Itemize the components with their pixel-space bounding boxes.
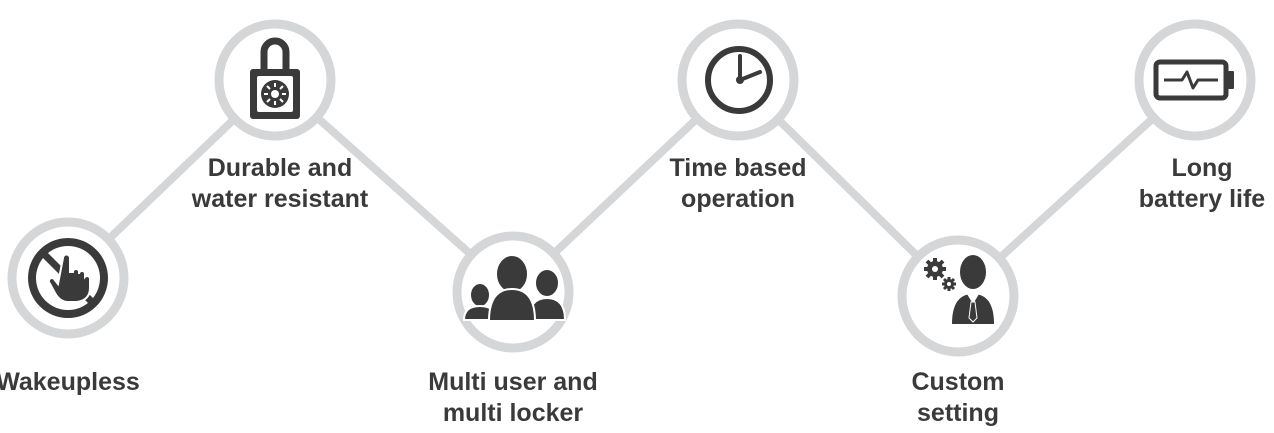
feature-node-custom-setting <box>897 235 1019 357</box>
gear-icon <box>942 277 956 291</box>
feature-label-multi-user: Multi user and multi locker <box>428 368 598 427</box>
user-settings-icon <box>924 255 994 324</box>
battery-icon <box>1153 59 1234 101</box>
feature-label-wakeupless: Wakeupless <box>0 368 140 396</box>
ring <box>897 235 1019 357</box>
feature-label-battery: Long battery life <box>1138 154 1266 213</box>
users-group-icon <box>462 254 567 322</box>
feature-node-wakeupless <box>7 217 129 339</box>
feature-node-multi-user <box>452 231 574 353</box>
feature-node-battery <box>1134 19 1256 141</box>
clock-icon <box>705 46 773 114</box>
padlock-icon <box>250 37 300 119</box>
gear-icon <box>924 258 946 280</box>
feature-node-time <box>677 19 799 141</box>
feature-label-time: Time based operation <box>669 154 807 213</box>
feature-label-durable: Durable and water resistant <box>191 154 369 213</box>
no-touch-icon <box>28 238 108 318</box>
feature-node-durable <box>214 19 336 141</box>
ring <box>1134 19 1256 141</box>
feature-label-custom-setting: Custom setting <box>911 368 1005 427</box>
